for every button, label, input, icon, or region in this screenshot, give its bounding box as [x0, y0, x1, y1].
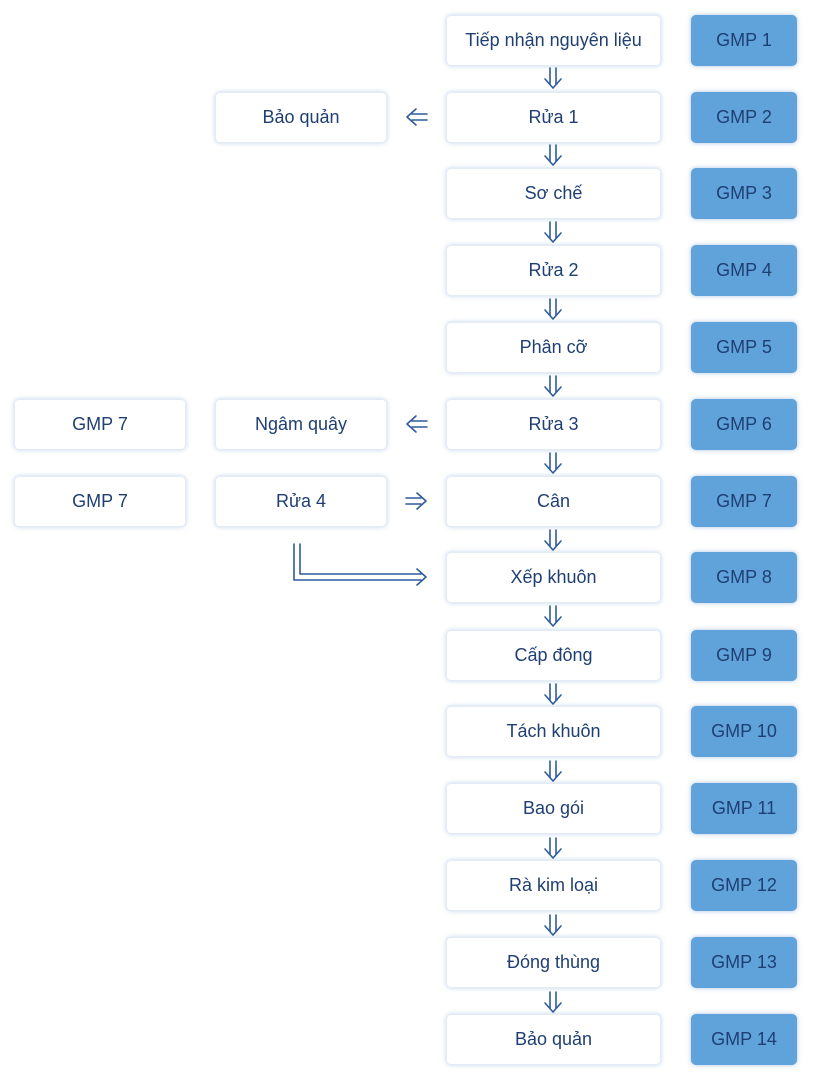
left-arrow-icon: [406, 108, 428, 126]
step-label: Cân: [536, 491, 571, 511]
step-box: Rửa 2: [446, 245, 661, 296]
step-box: Bao gói: [446, 783, 661, 834]
down-arrow-icon: [544, 683, 562, 705]
step-label: Rửa 2: [528, 260, 579, 280]
step-label: Tách khuôn: [506, 721, 601, 741]
step-box: Tách khuôn: [446, 706, 661, 757]
step-label: Bảo quản: [514, 1029, 593, 1049]
wash4-gmp-box: GMP 7: [14, 476, 186, 527]
down-arrow-icon: [544, 67, 562, 89]
step-box: Sơ chế: [446, 168, 661, 219]
gmp-label: GMP 4: [716, 260, 772, 280]
wash4-gmp-label: GMP 7: [72, 491, 128, 511]
step-label: Xếp khuôn: [510, 567, 597, 587]
soak-stir-label: Ngâm quây: [254, 414, 348, 434]
down-arrow-icon: [544, 605, 562, 627]
down-arrow-icon: [544, 760, 562, 782]
step-label: Sơ chế: [524, 183, 583, 203]
gmp-badge: GMP 11: [691, 783, 797, 834]
gmp-label: GMP 3: [716, 183, 772, 203]
step-box: Rà kim loại: [446, 860, 661, 911]
gmp-label: GMP 11: [711, 798, 777, 818]
step-box: Rửa 3: [446, 399, 661, 450]
gmp-badge: GMP 3: [691, 168, 797, 219]
down-arrow-icon: [544, 991, 562, 1013]
step-label: Đóng thùng: [506, 952, 601, 972]
gmp-label: GMP 7: [716, 491, 772, 511]
step-label: Tiếp nhận nguyên liệu: [465, 30, 642, 50]
side-storage-box: Bảo quản: [215, 92, 387, 143]
soak-stir-gmp-box: GMP 7: [14, 399, 186, 450]
step-box: Rửa 1: [446, 92, 661, 143]
gmp-label: GMP 12: [711, 875, 777, 895]
right-arrow-icon: [405, 492, 427, 510]
down-arrow-icon: [544, 914, 562, 936]
gmp-badge: GMP 5: [691, 322, 797, 373]
gmp-badge: GMP 4: [691, 245, 797, 296]
step-label: Rà kim loại: [508, 875, 599, 895]
step-label: Cấp đông: [514, 645, 593, 665]
gmp-badge: GMP 14: [691, 1014, 797, 1065]
step-label: Bao gói: [522, 798, 585, 818]
step-box: Cấp đông: [446, 630, 661, 681]
step-box: Bảo quản: [446, 1014, 661, 1065]
down-arrow-icon: [544, 452, 562, 474]
gmp-badge: GMP 10: [691, 706, 797, 757]
gmp-badge: GMP 1: [691, 15, 797, 66]
step-box: Xếp khuôn: [446, 552, 661, 603]
gmp-badge: GMP 13: [691, 937, 797, 988]
wash4-label: Rửa 4: [275, 491, 327, 511]
gmp-label: GMP 9: [716, 645, 772, 665]
gmp-badge: GMP 12: [691, 860, 797, 911]
gmp-label: GMP 1: [716, 30, 772, 50]
gmp-badge: GMP 2: [691, 92, 797, 143]
step-label: Rửa 1: [528, 107, 579, 127]
gmp-label: GMP 2: [716, 107, 772, 127]
gmp-label: GMP 5: [716, 337, 772, 357]
elbow-arrow-icon: [293, 543, 427, 586]
step-box: Phân cỡ: [446, 322, 661, 373]
gmp-label: GMP 8: [716, 567, 772, 587]
wash4-box: Rửa 4: [215, 476, 387, 527]
left-arrow-icon: [406, 415, 428, 433]
down-arrow-icon: [544, 529, 562, 551]
down-arrow-icon: [544, 144, 562, 166]
step-label: Phân cỡ: [519, 337, 588, 357]
down-arrow-icon: [544, 221, 562, 243]
gmp-badge: GMP 8: [691, 552, 797, 603]
gmp-badge: GMP 7: [691, 476, 797, 527]
gmp-badge: GMP 6: [691, 399, 797, 450]
down-arrow-icon: [544, 375, 562, 397]
step-box: Đóng thùng: [446, 937, 661, 988]
gmp-label: GMP 6: [716, 414, 772, 434]
gmp-label: GMP 10: [711, 721, 777, 741]
down-arrow-icon: [544, 298, 562, 320]
gmp-badge: GMP 9: [691, 630, 797, 681]
step-box: Cân: [446, 476, 661, 527]
soak-stir-gmp-label: GMP 7: [72, 414, 128, 434]
down-arrow-icon: [544, 837, 562, 859]
step-label: Rửa 3: [528, 414, 579, 434]
soak-stir-box: Ngâm quây: [215, 399, 387, 450]
step-box: Tiếp nhận nguyên liệu: [446, 15, 661, 66]
gmp-label: GMP 14: [711, 1029, 777, 1049]
gmp-label: GMP 13: [711, 952, 777, 972]
side-storage-label: Bảo quản: [262, 107, 340, 127]
